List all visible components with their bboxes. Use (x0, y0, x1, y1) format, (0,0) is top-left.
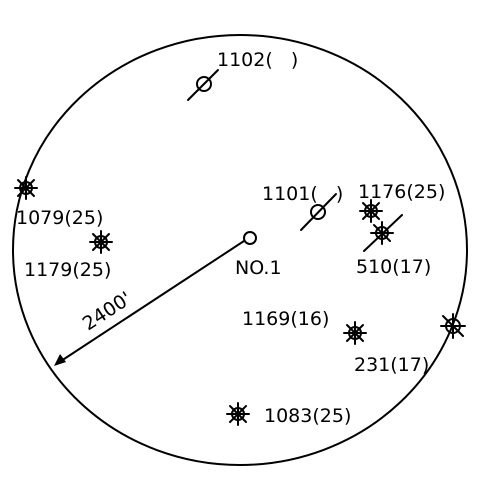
well-label: 1101( ) (262, 183, 343, 205)
well-1101: 1101( ) (262, 183, 343, 231)
dry-hole-icon (187, 69, 219, 101)
radius-circle (12, 34, 468, 466)
well-1102: 1102( ) (187, 49, 298, 101)
well-label: 1083(25) (264, 405, 351, 427)
well-1079: 1079(25) (14, 176, 103, 229)
well-1176: 1176(25) (358, 181, 445, 223)
oil-well-abandoned-icon (440, 313, 466, 339)
gas-well-icon (14, 176, 38, 200)
open-circle-well-icon (243, 231, 257, 245)
arrowhead-icon (54, 354, 66, 366)
dry-hole-icon (300, 193, 337, 231)
gas-well-icon (226, 402, 250, 426)
well-label: 1169(16) (242, 308, 329, 330)
well-231: 231(17) (354, 354, 429, 376)
well-1083: 1083(25) (226, 402, 351, 427)
gas-well-icon (343, 321, 367, 345)
gas-well-icon (359, 199, 383, 223)
well-1169: 1169(16) (242, 308, 367, 345)
well-label: 1176(25) (358, 181, 445, 203)
well-label: 510(17) (356, 256, 431, 278)
well-label: 231(17) (354, 354, 429, 376)
well-label: 1179(25) (24, 259, 111, 281)
well-510: 510(17) (356, 214, 431, 278)
well-edge (440, 313, 466, 339)
gas-well-abandoned-icon (363, 214, 403, 252)
gas-well-icon (89, 230, 113, 254)
center-well: NO.1 (235, 231, 282, 279)
center-well-label: NO.1 (235, 257, 282, 279)
radius-line (57, 240, 245, 364)
well-1179: 1179(25) (24, 230, 113, 281)
well-label: 1102( ) (217, 49, 298, 71)
radius-label: 2400' (79, 288, 136, 336)
well-label: 1079(25) (16, 207, 103, 229)
